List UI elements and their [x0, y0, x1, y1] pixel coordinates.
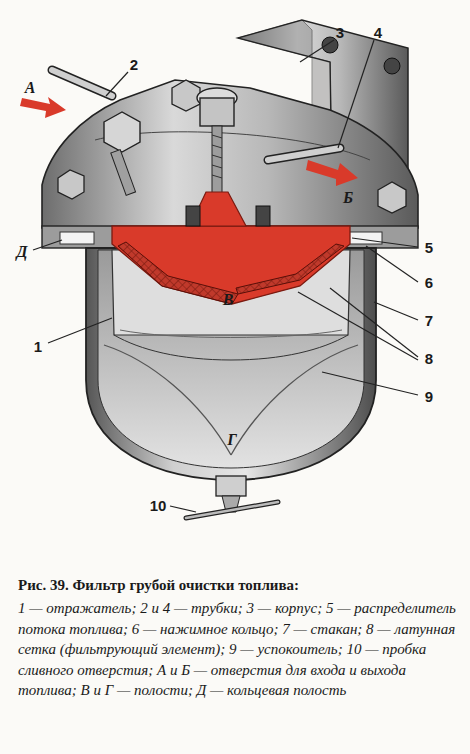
leader-line — [366, 246, 418, 282]
callout-letter: Г — [227, 432, 237, 448]
bolts — [200, 98, 234, 126]
flow-arrow — [20, 97, 358, 186]
flow-arrow — [20, 97, 66, 118]
leader-line — [374, 302, 418, 320]
figure-caption: 1 — отражатель; 2 и 4 — трубки; 3 — корп… — [18, 598, 458, 701]
callout-letter: В — [223, 292, 234, 308]
tube — [268, 148, 340, 160]
leader-line — [33, 40, 418, 512]
flow-distributor — [112, 192, 350, 304]
bolts — [212, 126, 222, 196]
flow-distributor — [118, 242, 238, 304]
leader-line — [48, 318, 112, 343]
callout-number: 4 — [374, 25, 382, 40]
housing — [60, 232, 94, 244]
leader-line — [300, 40, 334, 62]
callout-number: 2 — [130, 57, 138, 72]
callout-number: 10 — [150, 498, 167, 513]
callout-number: 6 — [425, 275, 433, 290]
callout-letter: Д — [17, 244, 28, 260]
flow-distributor — [256, 206, 270, 226]
flow-arrow — [306, 160, 358, 186]
bowl — [104, 345, 358, 455]
callout-number: 3 — [336, 25, 344, 40]
bolts — [212, 135, 222, 178]
callout-number: 9 — [425, 389, 433, 404]
tube — [268, 148, 340, 160]
leader-line — [322, 372, 418, 395]
housing — [42, 80, 418, 228]
figure-title: Рис. 39. Фильтр грубой очистки топлива: — [18, 577, 458, 594]
callout-number: 8 — [425, 351, 433, 366]
tube — [52, 70, 340, 160]
bolts — [58, 170, 84, 199]
leader-line — [338, 40, 374, 148]
leader-line — [298, 292, 418, 360]
drain-plug — [186, 502, 278, 518]
drain-plug — [216, 476, 246, 496]
leader-line — [33, 240, 62, 250]
leader-line — [106, 72, 128, 96]
mounting-plate — [322, 37, 338, 53]
bowl — [114, 335, 348, 360]
tube — [52, 70, 112, 96]
callout-letter: А — [25, 80, 36, 96]
bolts — [111, 150, 136, 196]
drain-plug — [186, 476, 278, 518]
housing — [42, 80, 418, 248]
tube — [52, 70, 112, 96]
bolts — [172, 80, 200, 111]
drain-plug — [186, 502, 278, 518]
bolts — [378, 182, 406, 213]
flow-distributor — [186, 206, 200, 226]
bowl — [120, 330, 342, 338]
leader-line — [352, 238, 418, 247]
callout-number: 5 — [425, 240, 433, 255]
mounting-plate — [384, 58, 400, 74]
bolts — [104, 112, 140, 152]
leader-line — [170, 506, 196, 512]
callout-number: 7 — [425, 313, 433, 328]
flow-distributor — [236, 244, 344, 294]
leader-line — [330, 288, 418, 357]
callout-number: 1 — [34, 339, 42, 354]
callout-letter: Б — [343, 190, 353, 206]
